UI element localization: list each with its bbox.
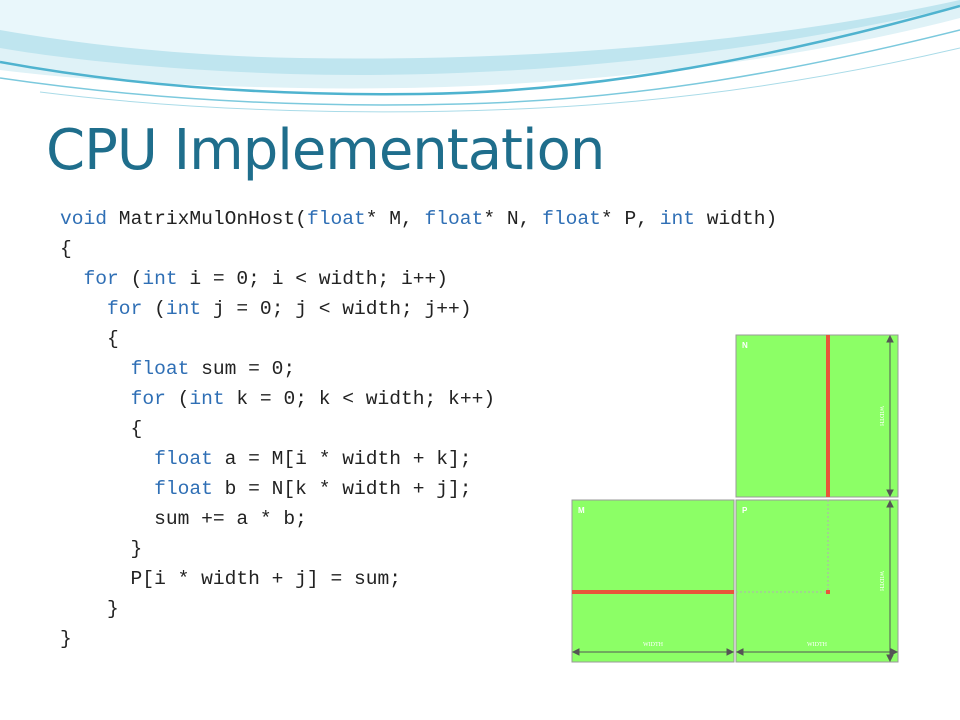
code-text bbox=[60, 268, 84, 290]
code-text: i = 0; i < width; i++) bbox=[177, 268, 449, 290]
matrix-multiplication-diagram: N M P WIDTH WIDTH WIDTH WIDTH bbox=[571, 334, 899, 663]
width-label-m: WIDTH bbox=[643, 642, 664, 648]
code-line: sum += a * b; bbox=[60, 504, 777, 534]
matrix-p-result-element bbox=[826, 590, 830, 594]
code-text: { bbox=[60, 328, 119, 350]
code-text: sum += a * b; bbox=[60, 508, 307, 530]
code-line: } bbox=[60, 624, 777, 654]
code-text: } bbox=[60, 628, 72, 650]
code-line: { bbox=[60, 234, 777, 264]
code-keyword: float bbox=[424, 208, 484, 230]
code-text bbox=[60, 448, 154, 470]
code-line: float a = M[i * width + k]; bbox=[60, 444, 777, 474]
code-text: b = N[k * width + j]; bbox=[212, 478, 472, 500]
code-text: ( bbox=[165, 388, 190, 410]
code-line: P[i * width + j] = sum; bbox=[60, 564, 777, 594]
matrix-n-column-highlight bbox=[826, 335, 830, 497]
code-line: void MatrixMulOnHost(float* M, float* N,… bbox=[60, 204, 777, 234]
code-text bbox=[60, 478, 154, 500]
code-line: for (int k = 0; k < width; k++) bbox=[60, 384, 777, 414]
code-line: } bbox=[60, 534, 777, 564]
code-text: ( bbox=[118, 268, 143, 290]
code-text: MatrixMulOnHost( bbox=[107, 208, 307, 230]
code-text: sum = 0; bbox=[189, 358, 296, 380]
code-text: } bbox=[60, 538, 143, 560]
code-keyword: float bbox=[542, 208, 601, 230]
code-text: { bbox=[60, 418, 143, 440]
code-keyword: float bbox=[130, 358, 190, 380]
code-keyword: float bbox=[154, 478, 213, 500]
width-label-n: WIDTH bbox=[878, 406, 884, 427]
code-line: { bbox=[60, 414, 777, 444]
code-text: * N, bbox=[483, 208, 543, 230]
code-line: float sum = 0; bbox=[60, 354, 777, 384]
code-line: } bbox=[60, 594, 777, 624]
code-keyword: int bbox=[189, 388, 225, 410]
code-text: { bbox=[60, 238, 72, 260]
code-line: for (int j = 0; j < width; j++) bbox=[60, 294, 777, 324]
code-line: { bbox=[60, 324, 777, 354]
code-keyword: float bbox=[154, 448, 213, 470]
code-text bbox=[60, 388, 131, 410]
width-label-p: WIDTH bbox=[807, 642, 828, 648]
header-wave-decoration bbox=[0, 0, 960, 113]
matrix-m bbox=[571, 499, 735, 663]
code-block: void MatrixMulOnHost(float* M, float* N,… bbox=[60, 204, 777, 654]
code-text: width) bbox=[695, 208, 778, 230]
code-keyword: int bbox=[165, 298, 202, 320]
code-keyword: int bbox=[659, 208, 695, 230]
code-text: a = M[i * width + k]; bbox=[212, 448, 472, 470]
code-text: P[i * width + j] = sum; bbox=[60, 568, 401, 590]
code-keyword: void bbox=[60, 208, 108, 230]
slide-title: CPU Implementation bbox=[46, 118, 605, 183]
code-text: k = 0; k < width; k++) bbox=[224, 388, 496, 410]
code-keyword: int bbox=[142, 268, 178, 290]
matrix-n bbox=[735, 334, 899, 498]
code-text bbox=[60, 298, 107, 320]
code-line: for (int i = 0; i < width; i++) bbox=[60, 264, 777, 294]
code-keyword: for bbox=[130, 388, 166, 410]
code-keyword: float bbox=[306, 208, 366, 230]
matrix-p bbox=[735, 499, 899, 663]
code-keyword: for bbox=[107, 298, 143, 320]
matrix-m-label: M bbox=[578, 506, 585, 515]
matrix-n-label: N bbox=[742, 341, 748, 350]
code-text: } bbox=[60, 598, 119, 620]
code-text: * M, bbox=[365, 208, 425, 230]
code-text bbox=[60, 358, 131, 380]
code-text: * P, bbox=[600, 208, 660, 230]
matrix-m-row-highlight bbox=[572, 590, 734, 594]
code-text: ( bbox=[142, 298, 166, 320]
code-line: float b = N[k * width + j]; bbox=[60, 474, 777, 504]
matrix-p-label: P bbox=[742, 506, 748, 515]
code-text: j = 0; j < width; j++) bbox=[201, 298, 472, 320]
code-keyword: for bbox=[83, 268, 119, 290]
width-label-p-vertical: WIDTH bbox=[878, 571, 884, 592]
